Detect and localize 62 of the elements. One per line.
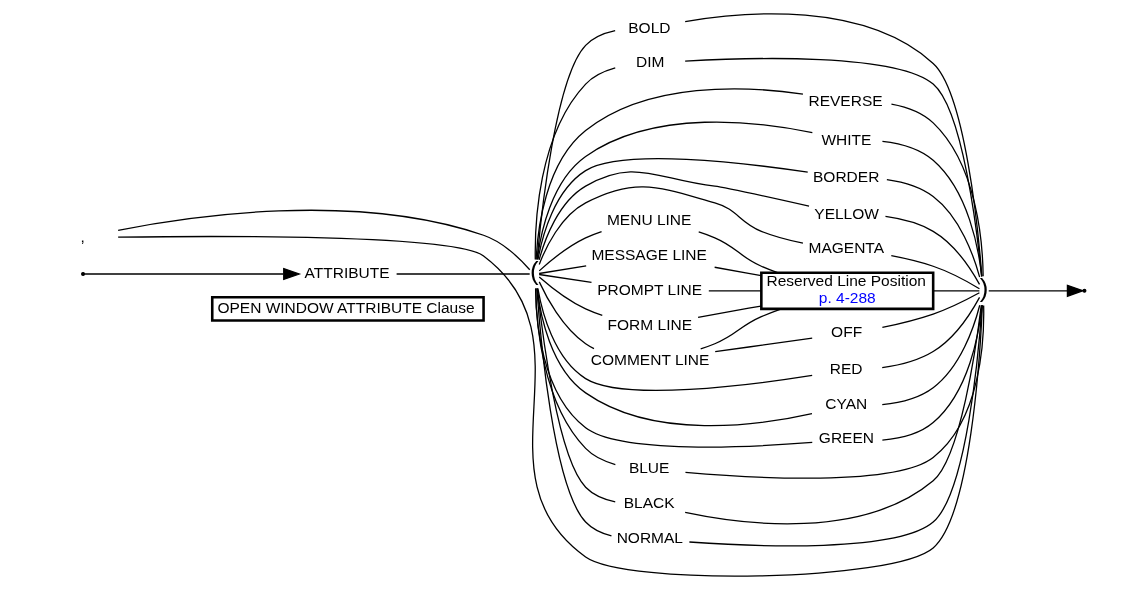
connector (881, 304, 983, 441)
connector (884, 215, 981, 286)
connector (117, 235, 983, 577)
connector (537, 287, 813, 391)
connector (714, 266, 762, 277)
connector (536, 29, 616, 261)
node-text: BLACK (623, 493, 675, 511)
connector (538, 186, 804, 266)
connector (117, 209, 531, 271)
connector (886, 178, 981, 278)
node-text: WHITE (821, 130, 872, 148)
connector (700, 308, 782, 350)
node-text: MENU LINE (606, 211, 692, 229)
connector (890, 103, 984, 277)
connector (684, 13, 983, 277)
node-text: GREEN (818, 429, 874, 447)
connector (881, 292, 981, 329)
node-text: YELLOW (814, 204, 879, 222)
node-text: NORMAL (616, 528, 683, 546)
node-box: OPEN WINDOW ATTRIBUTE Clause (210, 295, 485, 322)
connector (932, 290, 981, 292)
node-text: ATTRIBUTE (304, 264, 390, 282)
connector (536, 121, 813, 261)
node-text: OFF (831, 323, 863, 341)
connector (890, 255, 981, 290)
node-text: MESSAGE LINE (591, 245, 707, 263)
connector (535, 88, 804, 260)
connector (534, 67, 616, 261)
connector (536, 287, 613, 537)
connector (697, 305, 762, 318)
arrow (83, 267, 302, 281)
connector (395, 273, 531, 275)
connector (535, 287, 616, 466)
connector (698, 231, 779, 274)
connector (881, 140, 983, 278)
node-text: RED (829, 359, 863, 377)
node-text: REVERSE (808, 92, 883, 110)
node-text: FORM LINE (607, 315, 692, 333)
node-text: BORDER (813, 168, 880, 186)
connector (538, 265, 587, 275)
connector (684, 304, 985, 479)
node-text: CYAN (825, 394, 868, 412)
connector (881, 304, 981, 406)
node-text: PROMPT LINE (597, 280, 703, 298)
node-text: BLUE (628, 459, 670, 477)
connector (538, 281, 595, 350)
connector (536, 288, 616, 503)
connector (708, 290, 762, 292)
node-text: ) (979, 274, 989, 303)
connector (684, 57, 983, 277)
node-box: Reserved Line Position p. 4-288 (760, 271, 935, 311)
node-text: ( (530, 257, 539, 286)
connector (881, 296, 981, 369)
connector (538, 273, 593, 283)
node-text: MAGENTA (808, 239, 884, 257)
node-text: BOLD (628, 18, 671, 36)
node-text: DIM (636, 53, 665, 71)
node-text: , (80, 227, 85, 245)
node-text: COMMENT LINE (590, 350, 710, 368)
connector (714, 337, 813, 353)
connector (538, 276, 603, 316)
connector (538, 230, 603, 272)
